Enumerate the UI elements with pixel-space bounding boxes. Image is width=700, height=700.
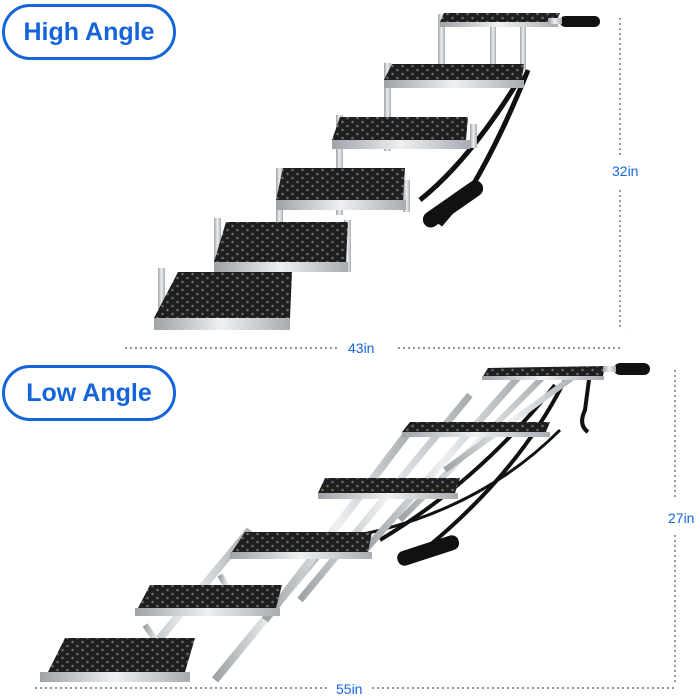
high-angle-steps bbox=[154, 13, 600, 330]
high-height-label: 32in bbox=[612, 163, 639, 179]
high-strap-2 bbox=[418, 76, 523, 202]
low-tread-3 bbox=[232, 532, 372, 552]
high-angle-badge: High Angle bbox=[2, 4, 176, 60]
high-tread-top bbox=[440, 13, 560, 22]
low-tread-5 bbox=[402, 422, 550, 432]
low-height-label: 27in bbox=[668, 510, 695, 526]
low-tread-top bbox=[482, 366, 605, 378]
high-tread-3 bbox=[276, 168, 405, 200]
high-tread-4 bbox=[332, 117, 468, 140]
low-tread-2 bbox=[138, 585, 282, 608]
low-dimension-lines bbox=[35, 370, 676, 689]
low-tread-1 bbox=[48, 638, 195, 672]
high-dimension-lines bbox=[125, 18, 621, 349]
low-handle bbox=[614, 363, 650, 375]
low-length-label: 55in bbox=[336, 681, 363, 697]
high-tread-1 bbox=[154, 272, 292, 318]
low-angle-steps bbox=[40, 363, 650, 683]
high-length-label: 43in bbox=[348, 340, 375, 356]
high-handle bbox=[560, 16, 600, 27]
low-hook bbox=[580, 371, 592, 434]
low-strap-handle bbox=[397, 535, 460, 566]
low-angle-badge: Low Angle bbox=[2, 365, 176, 421]
high-tread-5 bbox=[384, 64, 524, 80]
high-tread-2 bbox=[214, 222, 348, 262]
high-strap-handle bbox=[422, 180, 484, 228]
low-tread-4 bbox=[318, 478, 460, 493]
